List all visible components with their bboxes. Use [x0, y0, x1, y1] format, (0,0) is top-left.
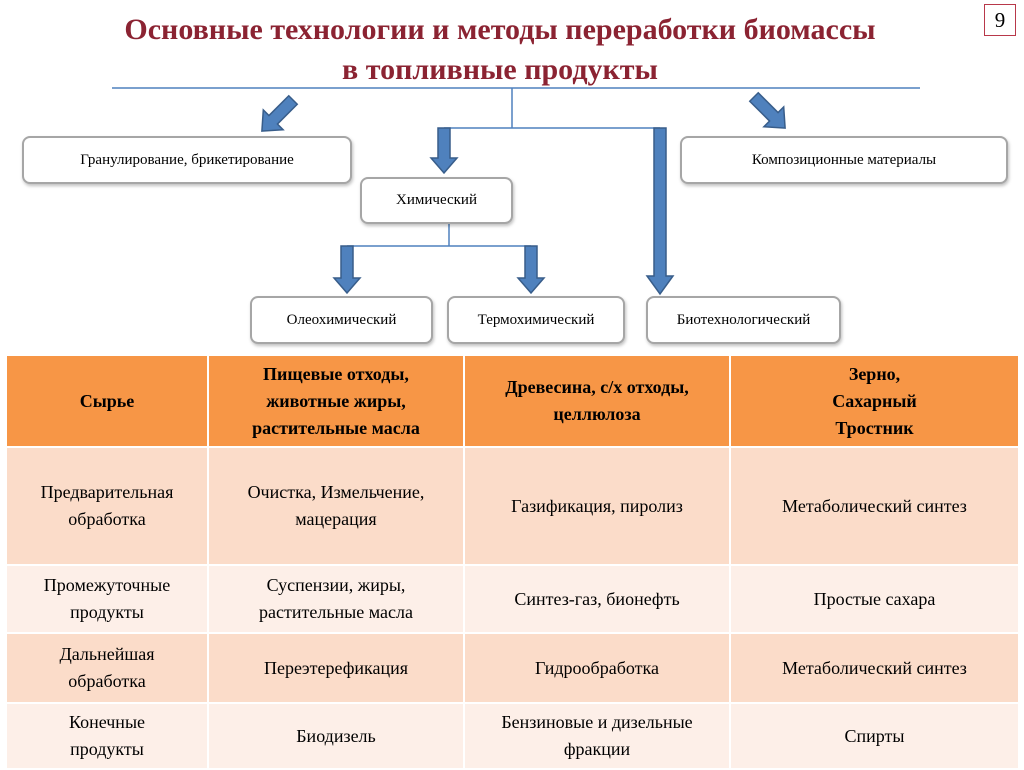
- page-title: Основные технологии и методы переработки…: [60, 10, 940, 90]
- title-line-2: в топливные продукты: [342, 53, 658, 86]
- table-row: Конечные продукты Биодизель Бензиновые и…: [5, 702, 1020, 770]
- arrow-to-composites-icon: [748, 91, 786, 129]
- table-cell: Суспензии, жиры, растительные масла: [207, 564, 465, 634]
- table-cell: Конечные продукты: [5, 702, 209, 770]
- table-row: Предварительная обработка Очистка, Измел…: [5, 446, 1020, 566]
- arrow-to-thermochemical-icon: [516, 245, 546, 295]
- arrow-to-oleochemical-icon: [332, 245, 362, 295]
- box-thermochemical: Термохимический: [447, 296, 625, 344]
- table-cell: Промежуточные продукты: [5, 564, 209, 634]
- table-header-row: Сырье Пищевые отходы, животные жиры, рас…: [5, 354, 1020, 448]
- box-chemical: Химический: [360, 177, 513, 224]
- arrow-to-granulation-icon: [261, 94, 299, 132]
- table-cell: Переэтерефикация: [207, 632, 465, 704]
- table-cell: Газификация, пиролиз: [463, 446, 731, 566]
- table-cell: Метаболический синтез: [729, 446, 1020, 566]
- table-cell: Гидрообработка: [463, 632, 731, 704]
- arrow-to-biotechnological-icon: [645, 127, 675, 296]
- box-composites: Композиционные материалы: [680, 136, 1008, 184]
- box-biotechnological: Биотехнологический: [646, 296, 841, 344]
- table-cell: Дальнейшая обработка: [5, 632, 209, 704]
- table-cell: Очистка, Измельчение, мацерация: [207, 446, 465, 566]
- table-cell: Простые сахара: [729, 564, 1020, 634]
- box-granulation: Гранулирование, брикетирование: [22, 136, 352, 184]
- table-cell: Синтез-газ, бионефть: [463, 564, 731, 634]
- page-number: 9: [984, 4, 1016, 36]
- header-cell: Пищевые отходы, животные жиры, раститель…: [207, 354, 465, 448]
- header-cell: Сырье: [5, 354, 209, 448]
- header-cell: Древесина, с/х отходы, целлюлоза: [463, 354, 731, 448]
- table-row: Дальнейшая обработка Переэтерефикация Ги…: [5, 632, 1020, 704]
- table-cell: Биодизель: [207, 702, 465, 770]
- title-line-1: Основные технологии и методы переработки…: [124, 13, 876, 46]
- table-cell: Метаболический синтез: [729, 632, 1020, 704]
- process-table: Сырье Пищевые отходы, животные жиры, рас…: [5, 354, 1020, 770]
- diagram-connectors: [112, 87, 920, 296]
- table-cell: Спирты: [729, 702, 1020, 770]
- table-cell: Бензиновые и дизельные фракции: [463, 702, 731, 770]
- table-row: Промежуточные продукты Суспензии, жиры, …: [5, 564, 1020, 634]
- header-cell: Зерно, Сахарный Тростник: [729, 354, 1020, 448]
- arrow-to-chemical-icon: [429, 127, 459, 175]
- table-cell: Предварительная обработка: [5, 446, 209, 566]
- box-oleochemical: Олеохимический: [250, 296, 433, 344]
